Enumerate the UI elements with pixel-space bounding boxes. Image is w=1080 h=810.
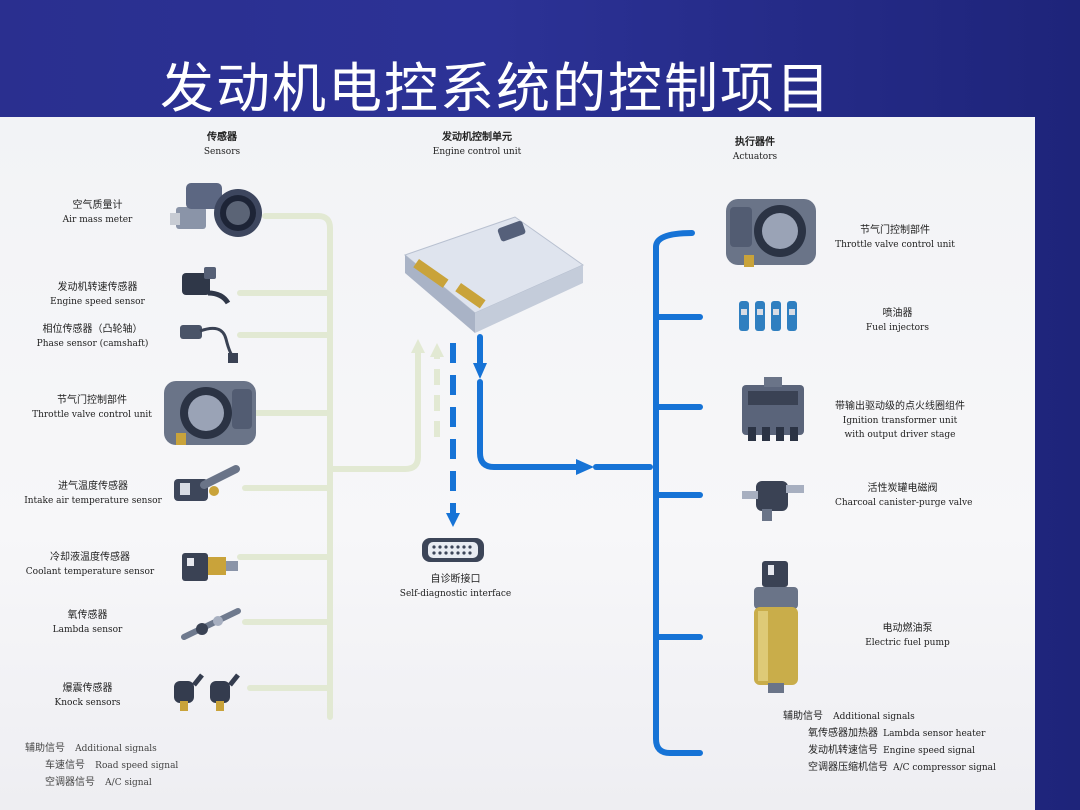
sensor-input-arrow: [411, 339, 425, 353]
fuel-pump-icon: [754, 561, 798, 693]
sensor-signal-lines: [237, 213, 421, 720]
actuator-additional-signals: 辅助信号 Additional signals 氧传感器加热器 Lambda s…: [783, 711, 996, 773]
knock-sensor-icon: [174, 673, 240, 711]
sensor-label-phase: 相位传感器（凸轮轴）Phase sensor (camshaft): [36, 324, 149, 349]
fuel-injector-icon: [739, 301, 797, 331]
phase-sensor-icon: [180, 325, 238, 363]
connection-lines: [237, 213, 703, 756]
throttle-body-icon: [164, 381, 256, 445]
coolant-sensor-icon: [182, 553, 238, 581]
actuator-output-arrow: [576, 459, 594, 475]
lambda-sensor-icon: [181, 608, 241, 640]
throttle-body-icon: [726, 199, 816, 267]
intake-temp-sensor-icon: [174, 465, 240, 501]
ecu-output-arrow: [473, 363, 487, 379]
ecu-icon: [403, 216, 585, 333]
slide-title: 发动机电控系统的控制项目: [160, 58, 832, 120]
sensor-additional-signals: 辅助信号 Additional signals 车速信号 Road speed …: [25, 743, 179, 788]
air-mass-meter-icon: [170, 183, 262, 237]
speed-sensor-icon: [182, 267, 231, 305]
ignition-coil-icon: [742, 377, 804, 441]
actuator-control-lines: [477, 230, 703, 756]
diagnostic-arrow: [446, 513, 460, 527]
diagnostic-connector-icon: [422, 538, 484, 562]
canister-valve-icon: [742, 481, 804, 521]
